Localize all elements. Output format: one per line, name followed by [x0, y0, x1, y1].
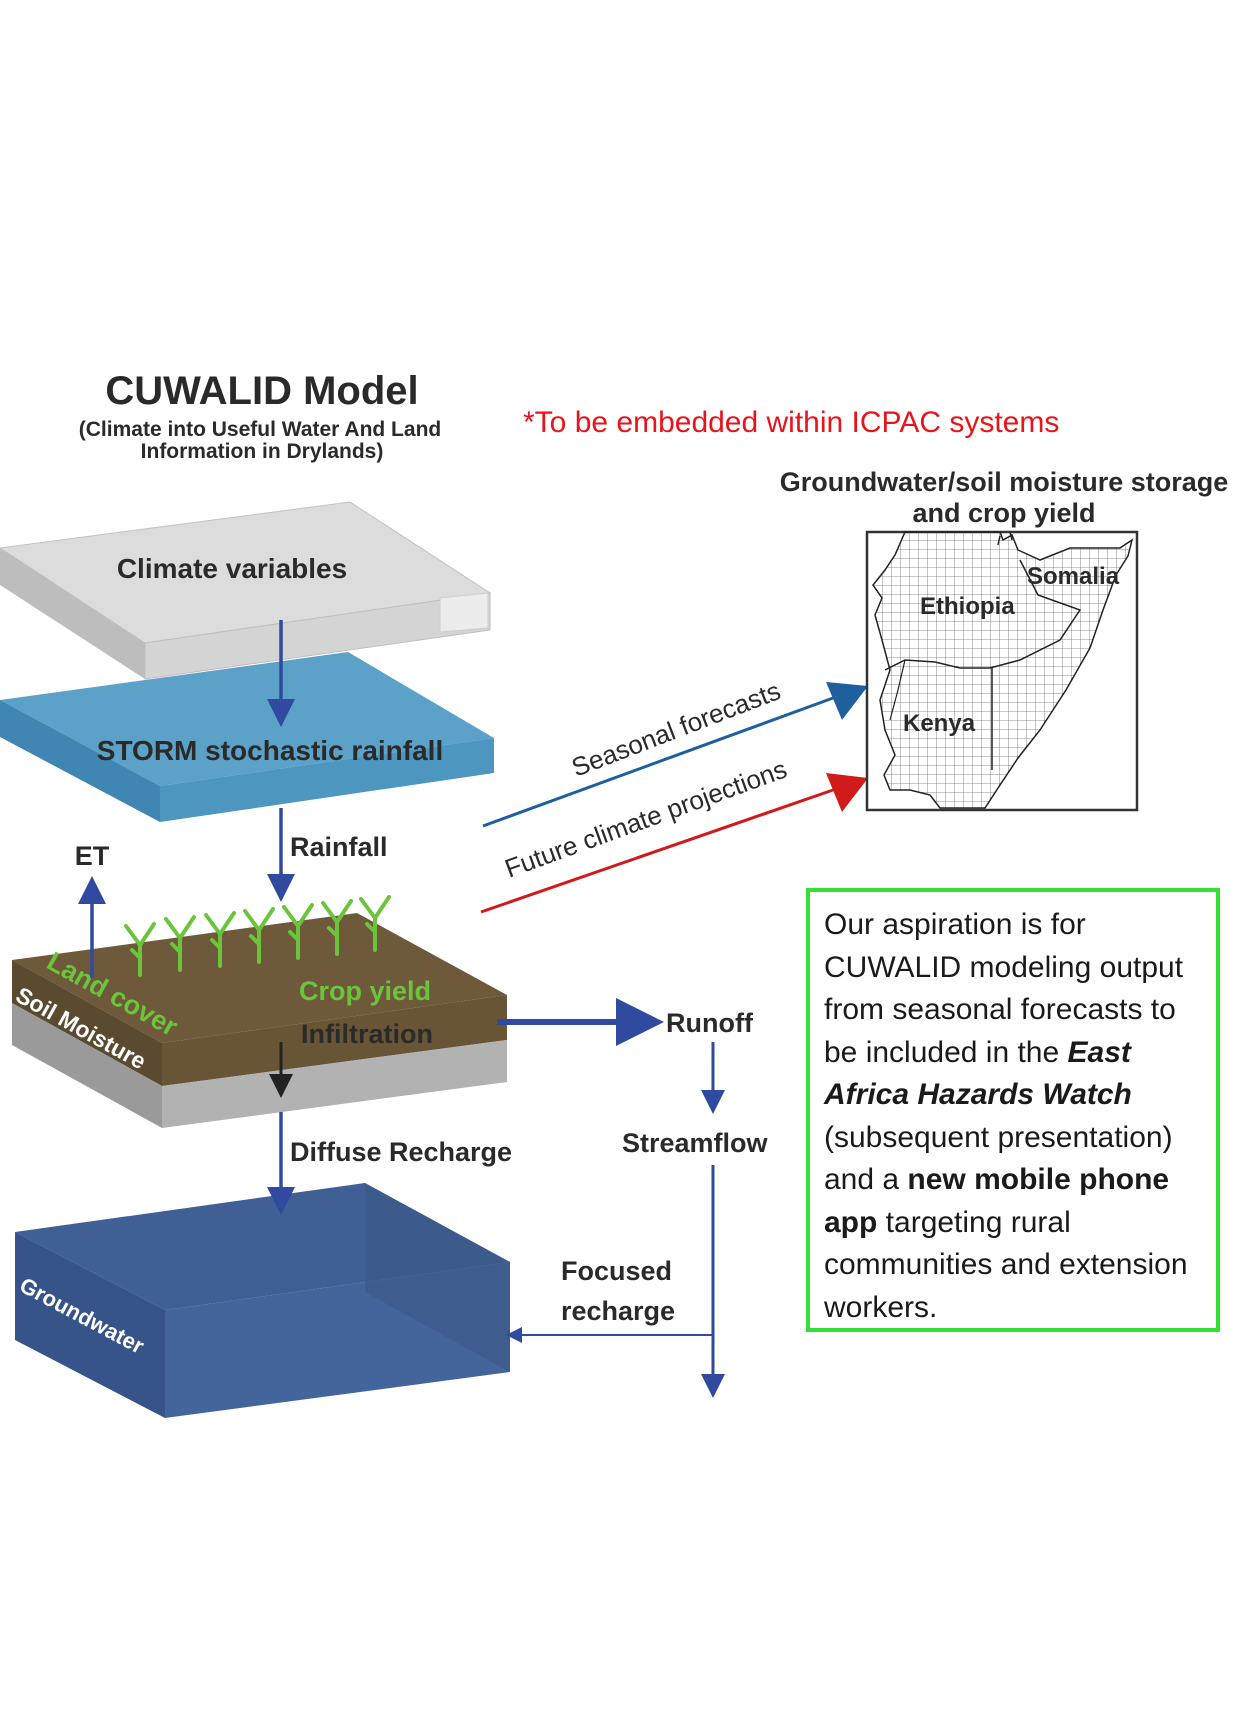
- groundwater-layer: [15, 1183, 510, 1418]
- seasonal-forecasts-arrow: [482, 696, 834, 828]
- map-title-line2: and crop yield: [912, 498, 1095, 528]
- crop-plants: [124, 895, 391, 977]
- map-country-somalia: Somalia: [1027, 563, 1120, 590]
- storm-rainfall-label: STORM stochastic rainfall: [97, 735, 443, 766]
- aspiration-box: Our aspiration is for CUWALID modeling o…: [806, 888, 1220, 1332]
- aspiration-text-3: targeting rural communities and extensio…: [824, 1205, 1188, 1324]
- aspiration-text-2: (subsequent presentation) and a: [824, 1120, 1173, 1197]
- map-country-ethiopia: Ethiopia: [920, 593, 1015, 620]
- rainfall-label: Rainfall: [290, 832, 388, 862]
- focused-recharge-label-line1: Focused: [561, 1256, 672, 1286]
- infiltration-label: Infiltration: [301, 1019, 433, 1049]
- diffuse-recharge-label: Diffuse Recharge: [290, 1137, 512, 1167]
- climate-layer: [0, 501, 492, 680]
- aspiration-text-1: Our aspiration is for CUWALID modeling o…: [824, 908, 1184, 1069]
- aspiration-emphasis-hazards-watch: East Africa Hazards Watch: [824, 1035, 1132, 1112]
- diagram-title: CUWALID Model: [105, 369, 418, 413]
- seasonal-forecasts-arrowhead: [826, 682, 868, 720]
- streamflow-label: Streamflow: [622, 1128, 769, 1158]
- future-projections-arrow: [480, 788, 834, 914]
- soil-layer: [12, 913, 507, 1128]
- storm-layer: [0, 652, 494, 822]
- map-title-line1: Groundwater/soil moisture storage: [780, 467, 1229, 497]
- crop-yield-label: Crop yield: [299, 976, 431, 1006]
- runoff-label: Runoff: [666, 1008, 754, 1038]
- climate-variables-label: Climate variables: [117, 553, 347, 584]
- horn-of-africa-map: [872, 531, 1134, 809]
- focused-recharge-label-line2: recharge: [561, 1296, 675, 1326]
- icpac-note: *To be embedded within ICPAC systems: [523, 406, 1059, 439]
- et-label: ET: [75, 841, 110, 871]
- future-projections-arrowhead: [826, 773, 868, 812]
- diagram-subtitle-line1: (Climate into Useful Water And Land: [79, 418, 441, 441]
- aspiration-emphasis-mobile-app: new mobile phone app: [824, 1163, 1170, 1239]
- diagram-subtitle-line2: Information in Drylands): [141, 440, 384, 463]
- map-country-kenya: Kenya: [903, 710, 976, 737]
